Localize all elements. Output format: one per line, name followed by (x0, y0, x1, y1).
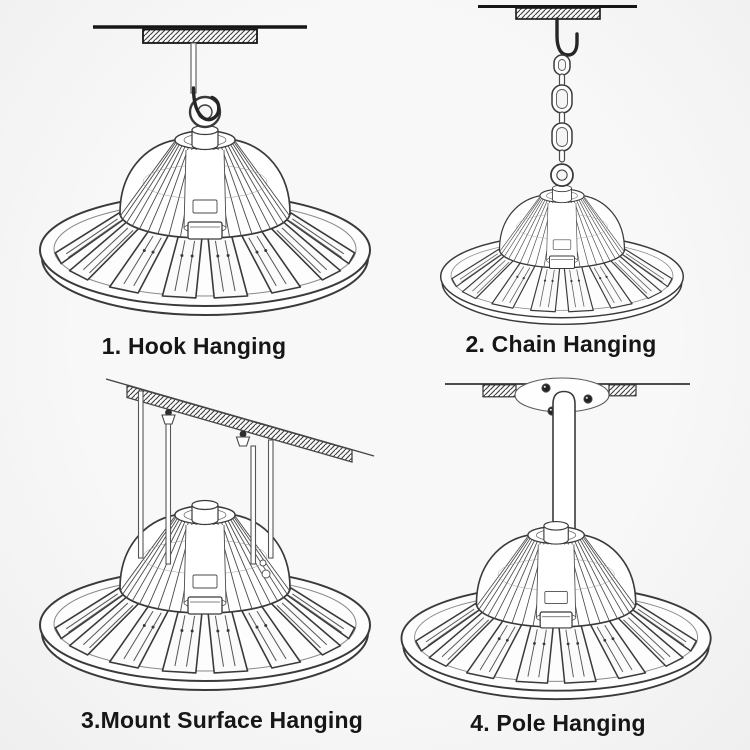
figure-caption-pole: 4. Pole Hanging (470, 710, 646, 736)
figure-caption-mount-surface: 3.Mount Surface Hanging (81, 707, 363, 733)
figure-caption-hook: 1. Hook Hanging (101, 333, 287, 359)
figure-caption-chain: 2. Chain Hanging (465, 331, 657, 357)
figure-pole-hanging (400, 377, 712, 701)
figure-chain-hanging (439, 5, 684, 326)
figure-mount-surface-hanging (39, 378, 375, 691)
figure-hook-hanging (39, 25, 371, 316)
